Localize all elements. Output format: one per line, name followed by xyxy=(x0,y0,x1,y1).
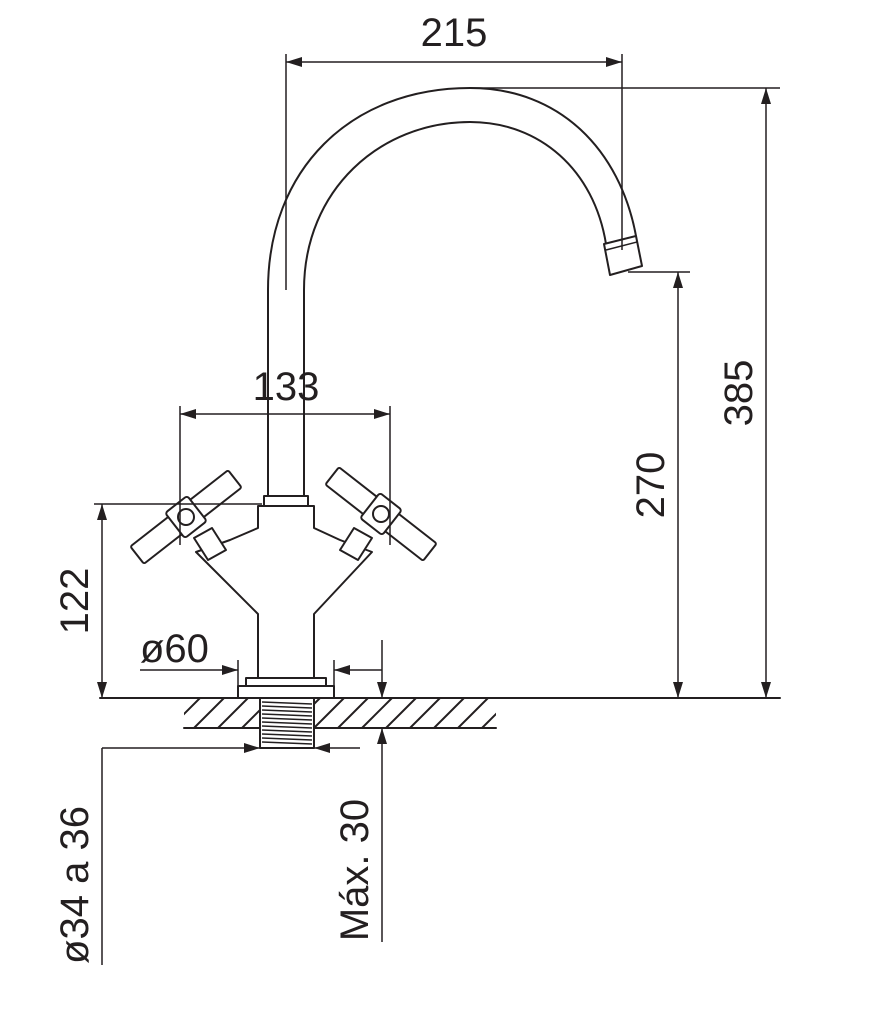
dim-label-o60: ø60 xyxy=(140,627,209,671)
thread-line xyxy=(261,729,313,733)
thread-line xyxy=(261,725,313,729)
right-cross-handle xyxy=(325,466,437,562)
dim-label-122: 122 xyxy=(53,568,97,635)
hatch-line xyxy=(457,698,489,728)
dim-label-385: 385 xyxy=(717,360,761,427)
dim-label-o34-a-36: ø34 a 36 xyxy=(53,806,97,964)
dimension-total-height: 385 xyxy=(470,87,780,698)
dim-label-max-30: Máx. 30 xyxy=(333,799,377,941)
dimension-base-height: 122 xyxy=(53,503,262,698)
thread-line xyxy=(261,705,313,709)
spout xyxy=(267,87,643,499)
hatch-line xyxy=(313,698,345,728)
thread-line xyxy=(261,741,313,745)
thread-line xyxy=(261,721,313,725)
hatch-line xyxy=(433,698,465,728)
dimension-spout-height: 270 xyxy=(628,271,690,698)
hatch-line xyxy=(184,698,201,716)
left-cross-handle xyxy=(130,469,242,565)
thread-line xyxy=(261,701,313,705)
thread-line xyxy=(261,713,313,717)
dimension-max-thickness: Máx. 30 xyxy=(333,640,387,942)
dimension-spout-reach: 215 xyxy=(285,11,623,290)
dim-label-133: 133 xyxy=(253,365,320,409)
dimension-handle-span: 133 xyxy=(179,365,391,545)
hatch-line xyxy=(385,698,417,728)
hatch-line xyxy=(481,712,496,728)
dim-label-215: 215 xyxy=(421,11,488,55)
hatch-line xyxy=(409,698,441,728)
hatch-line xyxy=(217,698,249,728)
dimension-base-diameter: ø60 xyxy=(140,627,382,686)
spout-nozzle xyxy=(603,235,643,276)
hatch-line xyxy=(361,698,393,728)
thread-line xyxy=(261,709,313,713)
hatch-line xyxy=(337,698,369,728)
countertop-section xyxy=(99,697,781,749)
dimension-hole-diameter: ø34 a 36 xyxy=(53,743,360,965)
dim-label-270: 270 xyxy=(629,452,673,519)
thread-line xyxy=(261,733,313,737)
thread-line xyxy=(261,717,313,721)
hatch-line xyxy=(506,698,536,728)
hatch-line xyxy=(530,698,560,728)
hatch-line xyxy=(193,698,225,728)
faucet-body xyxy=(195,495,373,699)
thread-line xyxy=(261,737,313,741)
